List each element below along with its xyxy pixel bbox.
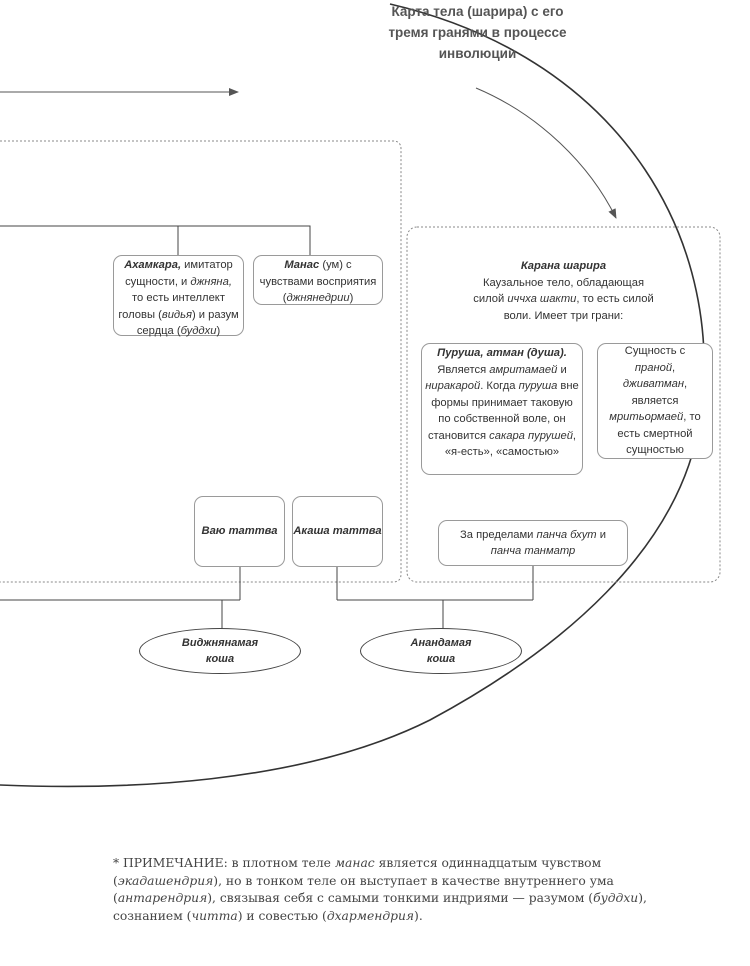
vayu-tattva-box: Ваю таттва — [194, 496, 285, 567]
karana-description: Карана шарира Каузальное тело, обладающа… — [473, 260, 654, 322]
causal-body-container — [406, 226, 721, 583]
essence-box: Сущность с праной, дживатман, является м… — [597, 343, 713, 459]
vijnanamaya-kosha: Виджнянамая коша — [139, 628, 301, 674]
curved-arrow — [475, 87, 617, 219]
subtle-body-container — [0, 140, 402, 583]
title-line-3: инволюции — [438, 46, 517, 61]
title-line-2: тремя гранями в процессе — [388, 25, 567, 40]
akasha-tattva-box: Акаша таттва — [292, 496, 383, 567]
footnote: * ПРИМЕЧАНИЕ: в плотном теле манас являе… — [113, 856, 647, 923]
manas-box: Манас (ум) с чувствами восприятия (джнян… — [253, 255, 383, 305]
purusha-box: Пуруша, атман (душа). Является амритамае… — [421, 343, 583, 475]
anandamaya-kosha: Анандамая коша — [360, 628, 522, 674]
title-line-1: Карта тела (шарира) с его — [391, 4, 564, 19]
beyond-box: За пределами панча бхут и панча танматр — [438, 520, 628, 566]
diagram-title: Карта тела (шарира) с его тремя гранями … — [360, 1, 595, 64]
ahamkara-box: Ахамкара, имитатор сущности, и джняна, т… — [113, 255, 244, 337]
outer-ellipse — [0, 3, 705, 788]
